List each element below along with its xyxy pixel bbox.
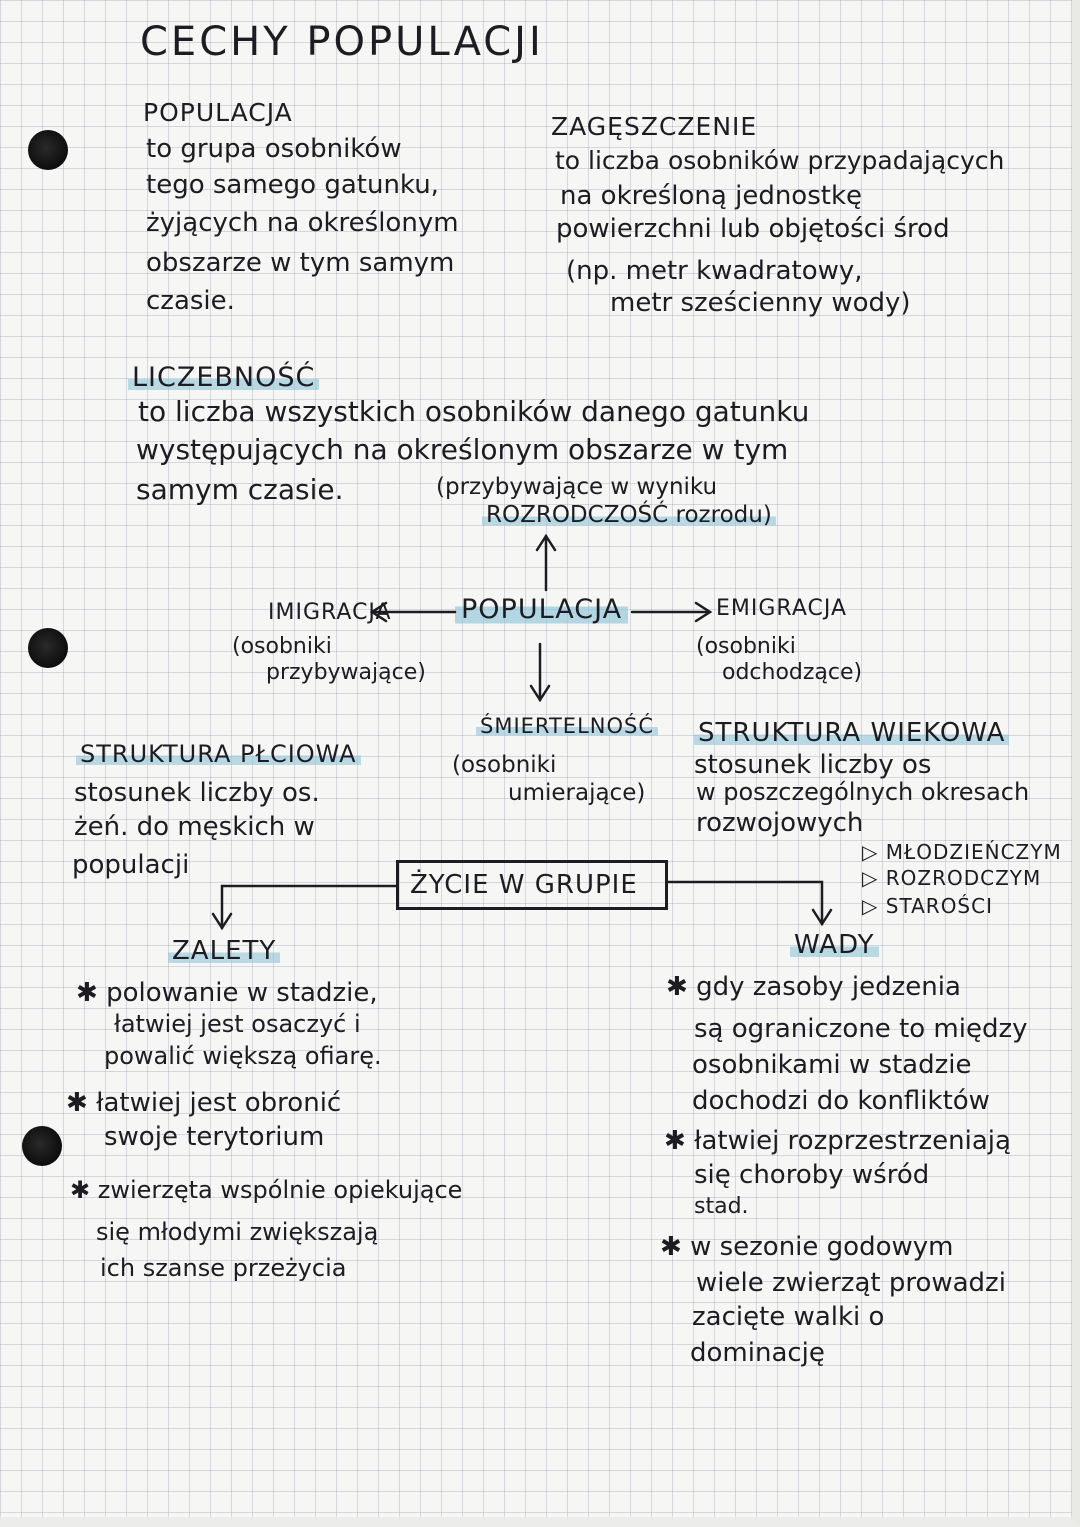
- wady-item-line: są ograniczone to między: [694, 1014, 1028, 1044]
- struktura-plciowa-heading: STRUKTURA PŁCIOWA: [76, 740, 361, 768]
- emigracja-label: EMIGRACJA: [716, 596, 847, 621]
- asterisk-icon: ✱: [70, 1176, 91, 1204]
- wady-heading: WADY: [790, 930, 879, 960]
- diagram-center: POPULACJA: [455, 594, 629, 625]
- smiertelnosc-line: (osobniki: [452, 752, 557, 778]
- arrow-icon: ▷: [862, 894, 886, 918]
- wady-item-line: dochodzi do konfliktów: [692, 1086, 990, 1116]
- populacja-line: czasie.: [146, 286, 235, 316]
- age-item: ▷ STAROŚCI: [862, 894, 993, 918]
- wady-item-line: wiele zwierząt prowadzi: [696, 1268, 1006, 1298]
- wady-item: ✱ gdy zasoby jedzenia: [666, 972, 961, 1002]
- asterisk-icon: ✱: [660, 1232, 682, 1262]
- wady-item: ✱ w sezonie godowym: [660, 1232, 954, 1262]
- zycie-w-grupie-label: ŻYCIE W GRUPIE: [410, 870, 638, 900]
- populacja-heading: POPULACJA: [143, 98, 293, 127]
- struktura-wiekowa-line: w poszczególnych okresach: [696, 778, 1030, 806]
- smiertelnosc-label: ŚMIERTELNOŚĆ: [476, 714, 659, 738]
- zalety-item: ✱ łatwiej jest obronić: [66, 1088, 342, 1118]
- wady-item-line: zacięte walki o: [692, 1302, 885, 1332]
- imigracja-label: IMIGRACJA: [268, 600, 392, 625]
- asterisk-icon: ✱: [66, 1088, 88, 1118]
- zalety-item-line: swoje terytorium: [104, 1122, 325, 1152]
- age-item: ▷ ROZRODCZYM: [862, 866, 1042, 890]
- arrow-icon: ▷: [862, 840, 886, 864]
- populacja-line: żyjących na określonym: [146, 208, 459, 238]
- zageszczenie-line: (np. metr kwadratowy,: [566, 256, 863, 286]
- licebnosc-note: (przybywające w wyniku: [436, 474, 718, 500]
- age-item: ▷ MŁODZIEŃCZYM: [862, 840, 1062, 864]
- zalety-item: ✱ polowanie w stadzie,: [76, 978, 378, 1008]
- smiertelnosc-line: umierające): [508, 780, 646, 806]
- struktura-wiekowa-line: stosunek liczby os: [694, 750, 932, 780]
- emigracja-line: (osobniki: [696, 634, 796, 659]
- populacja-line: tego samego gatunku,: [146, 170, 439, 200]
- page-title: CECHY POPULACJI: [140, 19, 544, 65]
- zageszczenie-line: powierzchni lub objętości środ: [556, 214, 950, 244]
- wady-item-line: się choroby wśród: [694, 1160, 930, 1190]
- populacja-line: obszarze w tym samym: [146, 248, 455, 278]
- zalety-heading: ZALETY: [168, 936, 281, 966]
- asterisk-icon: ✱: [666, 972, 688, 1002]
- asterisk-icon: ✱: [664, 1126, 686, 1156]
- asterisk-icon: ✱: [76, 978, 98, 1008]
- zalety-item-line: łatwiej jest osaczyć i: [114, 1010, 361, 1038]
- wady-item-line: stad.: [694, 1194, 749, 1219]
- wady-item: ✱ łatwiej rozprzestrzeniają: [664, 1126, 1011, 1156]
- struktura-plciowa-line: populacji: [72, 850, 190, 880]
- struktura-wiekowa-heading: STRUKTURA WIEKOWA: [694, 718, 1010, 748]
- arrow-icon: ▷: [862, 866, 886, 890]
- zycie-w-grupie-box: [396, 860, 668, 910]
- zageszczenie-line: to liczba osobników przypadających: [555, 146, 1005, 175]
- licebnosc-line: to liczba wszystkich osobników danego ga…: [138, 395, 810, 428]
- licebnosc-note: ROZRODCZOŚĆ rozrodu): [482, 502, 776, 528]
- wady-item-line: osobnikami w stadzie: [692, 1050, 972, 1080]
- zalety-item-line: ich szanse przeżycia: [100, 1254, 347, 1282]
- licebnosc-line: samym czasie.: [136, 473, 344, 506]
- struktura-plciowa-line: żeń. do męskich w: [74, 812, 315, 842]
- zalety-item-line: się młodymi zwiększają: [96, 1218, 379, 1246]
- zalety-item: ✱ zwierzęta wspólnie opiekujące: [70, 1176, 463, 1204]
- emigracja-line: odchodzące): [722, 660, 863, 685]
- zalety-item-line: powalić większą ofiarę.: [104, 1042, 382, 1070]
- licebnosc-line: występujących na określonym obszarze w t…: [136, 433, 789, 466]
- licebnosc-heading: LICZEBNOŚĆ: [128, 362, 320, 393]
- struktura-plciowa-line: stosunek liczby os.: [74, 778, 320, 808]
- struktura-wiekowa-line: rozwojowych: [696, 808, 864, 838]
- populacja-line: to grupa osobników: [146, 134, 402, 164]
- imigracja-line: przybywające): [266, 660, 426, 685]
- binder-hole: [28, 628, 68, 668]
- zageszczenie-heading: ZAGĘSZCZENIE: [551, 112, 758, 141]
- zageszczenie-line: metr sześcienny wody): [610, 288, 911, 318]
- binder-hole: [22, 1126, 62, 1166]
- imigracja-line: (osobniki: [232, 634, 332, 659]
- binder-hole: [28, 130, 68, 170]
- zageszczenie-line: na określoną jednostkę: [560, 181, 863, 211]
- wady-item-line: dominację: [690, 1338, 825, 1368]
